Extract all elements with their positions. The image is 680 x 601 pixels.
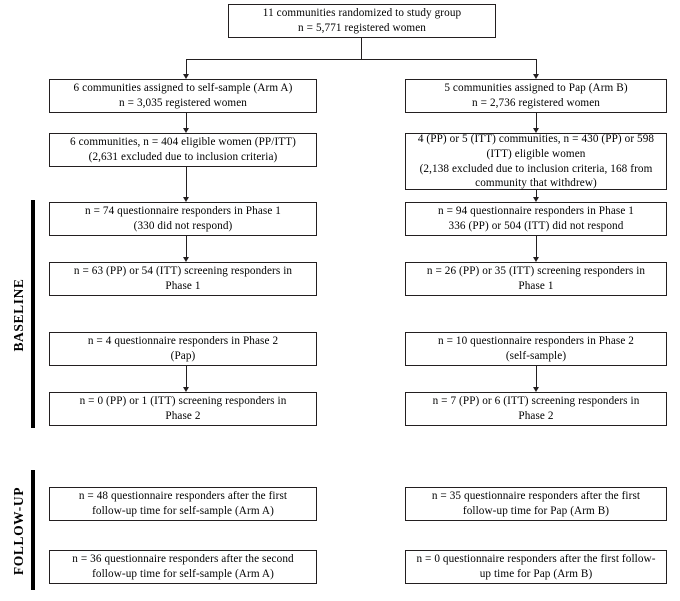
node-arm-a-followup-first: n = 48 questionnaire responders after th…: [49, 487, 317, 521]
arm-b-q2-line-1: n = 10 questionnaire responders in Phase…: [438, 335, 634, 348]
node-arm-b-eligible: 4 (PP) or 5 (ITT) communities, n = 430 (…: [405, 133, 667, 190]
arrowhead-arm-b-1: [532, 128, 539, 133]
section-label-followup: FOLLOW-UP: [11, 486, 26, 576]
arrowhead-arm-a-1: [182, 128, 189, 133]
section-bar-followup: [31, 470, 35, 590]
connector-arm-a-4: [186, 366, 187, 388]
arrowhead-arm-a-3: [182, 257, 189, 262]
arm-b-eligible-line-3: (2,138 excluded due to inclusion criteri…: [419, 162, 653, 175]
arm-b-fu1-line-1: n = 35 questionnaire responders after th…: [431, 490, 641, 503]
connector-arm-a-3: [186, 236, 187, 258]
arm-a-q1-line-1: n = 74 questionnaire responders in Phase…: [85, 205, 281, 218]
connector-arm-b-3: [536, 236, 537, 258]
node-arm-b-followup-first: n = 35 questionnaire responders after th…: [405, 487, 667, 521]
arm-b-fu2-line-2: up time for Pap (Arm B): [479, 568, 593, 580]
arm-b-eligible-line-2: (ITT) eligible women: [486, 147, 586, 160]
connector-arm-b-4: [536, 366, 537, 388]
connector-arm-b-2: [536, 190, 537, 198]
arrowhead-arm-a-4: [182, 387, 189, 392]
node-arm-b-phase2-screening: n = 7 (PP) or 6 (ITT) screening responde…: [405, 392, 667, 426]
arm-b-eligible-line-1: 4 (PP) or 5 (ITT) communities, n = 430 (…: [417, 132, 655, 145]
arrowhead-arm-a-2: [182, 197, 189, 202]
connector-split-bar: [186, 59, 536, 60]
node-arm-a-phase1-questionnaire: n = 74 questionnaire responders in Phase…: [49, 202, 317, 236]
arrowhead-arm-b-4: [532, 387, 539, 392]
node-arm-b-assigned: 5 communities assigned to Pap (Arm B) n …: [405, 79, 667, 113]
connector-split-right: [536, 59, 537, 75]
arm-a-q2-line-2: (Pap): [170, 350, 196, 362]
arm-a-q2-line-1: n = 4 questionnaire responders in Phase …: [87, 335, 279, 348]
arm-a-s2-line-2: Phase 2: [165, 410, 201, 422]
arm-a-fu2-line-2: follow-up time for self-sample (Arm A): [92, 568, 274, 580]
node-root-randomized: 11 communities randomized to study group…: [228, 4, 496, 38]
node-arm-b-followup-second: n = 0 questionnaire responders after the…: [405, 550, 667, 584]
node-arm-a-phase2-screening: n = 0 (PP) or 1 (ITT) screening responde…: [49, 392, 317, 426]
node-arm-a-followup-second: n = 36 questionnaire responders after th…: [49, 550, 317, 584]
node-arm-a-assigned: 6 communities assigned to self-sample (A…: [49, 79, 317, 113]
arm-a-eligible-line-1: 6 communities, n = 404 eligible women (P…: [70, 136, 296, 149]
arrowhead-to-arm-a: [182, 74, 189, 79]
connector-root-stem: [361, 38, 362, 59]
root-line-2: n = 5,771 registered women: [298, 22, 426, 34]
node-arm-a-phase2-questionnaire: n = 4 questionnaire responders in Phase …: [49, 332, 317, 366]
arrowhead-to-arm-b: [532, 74, 539, 79]
node-arm-b-phase1-screening: n = 26 (PP) or 35 (ITT) screening respon…: [405, 262, 667, 296]
arm-b-s1-line-1: n = 26 (PP) or 35 (ITT) screening respon…: [426, 265, 646, 278]
arm-b-eligible-line-4: community that withdrew): [475, 177, 597, 190]
arm-a-assigned-line-1: 6 communities assigned to self-sample (A…: [73, 82, 293, 95]
arm-b-q2-line-2: (self-sample): [505, 350, 567, 362]
arm-a-eligible-line-2: (2,631 excluded due to inclusion criteri…: [88, 151, 278, 163]
arrowhead-arm-b-2: [532, 197, 539, 202]
connector-arm-a-2: [186, 167, 187, 198]
connector-arm-a-1: [186, 113, 187, 129]
arm-b-fu1-line-2: follow-up time for Pap (Arm B): [462, 505, 610, 517]
node-arm-a-phase1-screening: n = 63 (PP) or 54 (ITT) screening respon…: [49, 262, 317, 296]
arm-b-s1-line-2: Phase 1: [518, 280, 554, 292]
arm-b-q1-line-2: 336 (PP) or 504 (ITT) did not respond: [448, 220, 624, 232]
arrowhead-arm-b-3: [532, 257, 539, 262]
arm-a-assigned-line-2: n = 3,035 registered women: [119, 97, 247, 109]
arm-a-q1-line-2: (330 did not respond): [133, 220, 233, 232]
arm-a-s1-line-1: n = 63 (PP) or 54 (ITT) screening respon…: [73, 265, 293, 278]
node-arm-a-eligible: 6 communities, n = 404 eligible women (P…: [49, 133, 317, 167]
arm-a-fu2-line-1: n = 36 questionnaire responders after th…: [72, 553, 294, 566]
node-arm-b-phase2-questionnaire: n = 10 questionnaire responders in Phase…: [405, 332, 667, 366]
arm-a-fu1-line-2: follow-up time for self-sample (Arm A): [92, 505, 274, 517]
arm-b-q1-line-1: n = 94 questionnaire responders in Phase…: [438, 205, 634, 218]
node-arm-b-phase1-questionnaire: n = 94 questionnaire responders in Phase…: [405, 202, 667, 236]
section-label-baseline: BASELINE: [11, 278, 26, 352]
arm-b-fu2-line-1: n = 0 questionnaire responders after the…: [416, 553, 656, 566]
arm-b-assigned-line-1: 5 communities assigned to Pap (Arm B): [444, 82, 628, 95]
arm-a-s2-line-1: n = 0 (PP) or 1 (ITT) screening responde…: [79, 395, 287, 408]
connector-split-left: [186, 59, 187, 75]
section-bar-baseline: [31, 200, 35, 428]
connector-arm-b-1: [536, 113, 537, 129]
arm-a-fu1-line-1: n = 48 questionnaire responders after th…: [78, 490, 288, 503]
arm-b-s2-line-2: Phase 2: [518, 410, 554, 422]
arm-b-s2-line-1: n = 7 (PP) or 6 (ITT) screening responde…: [432, 395, 640, 408]
arm-b-assigned-line-2: n = 2,736 registered women: [472, 97, 600, 109]
arm-a-s1-line-2: Phase 1: [165, 280, 201, 292]
root-line-1: 11 communities randomized to study group: [262, 7, 462, 20]
